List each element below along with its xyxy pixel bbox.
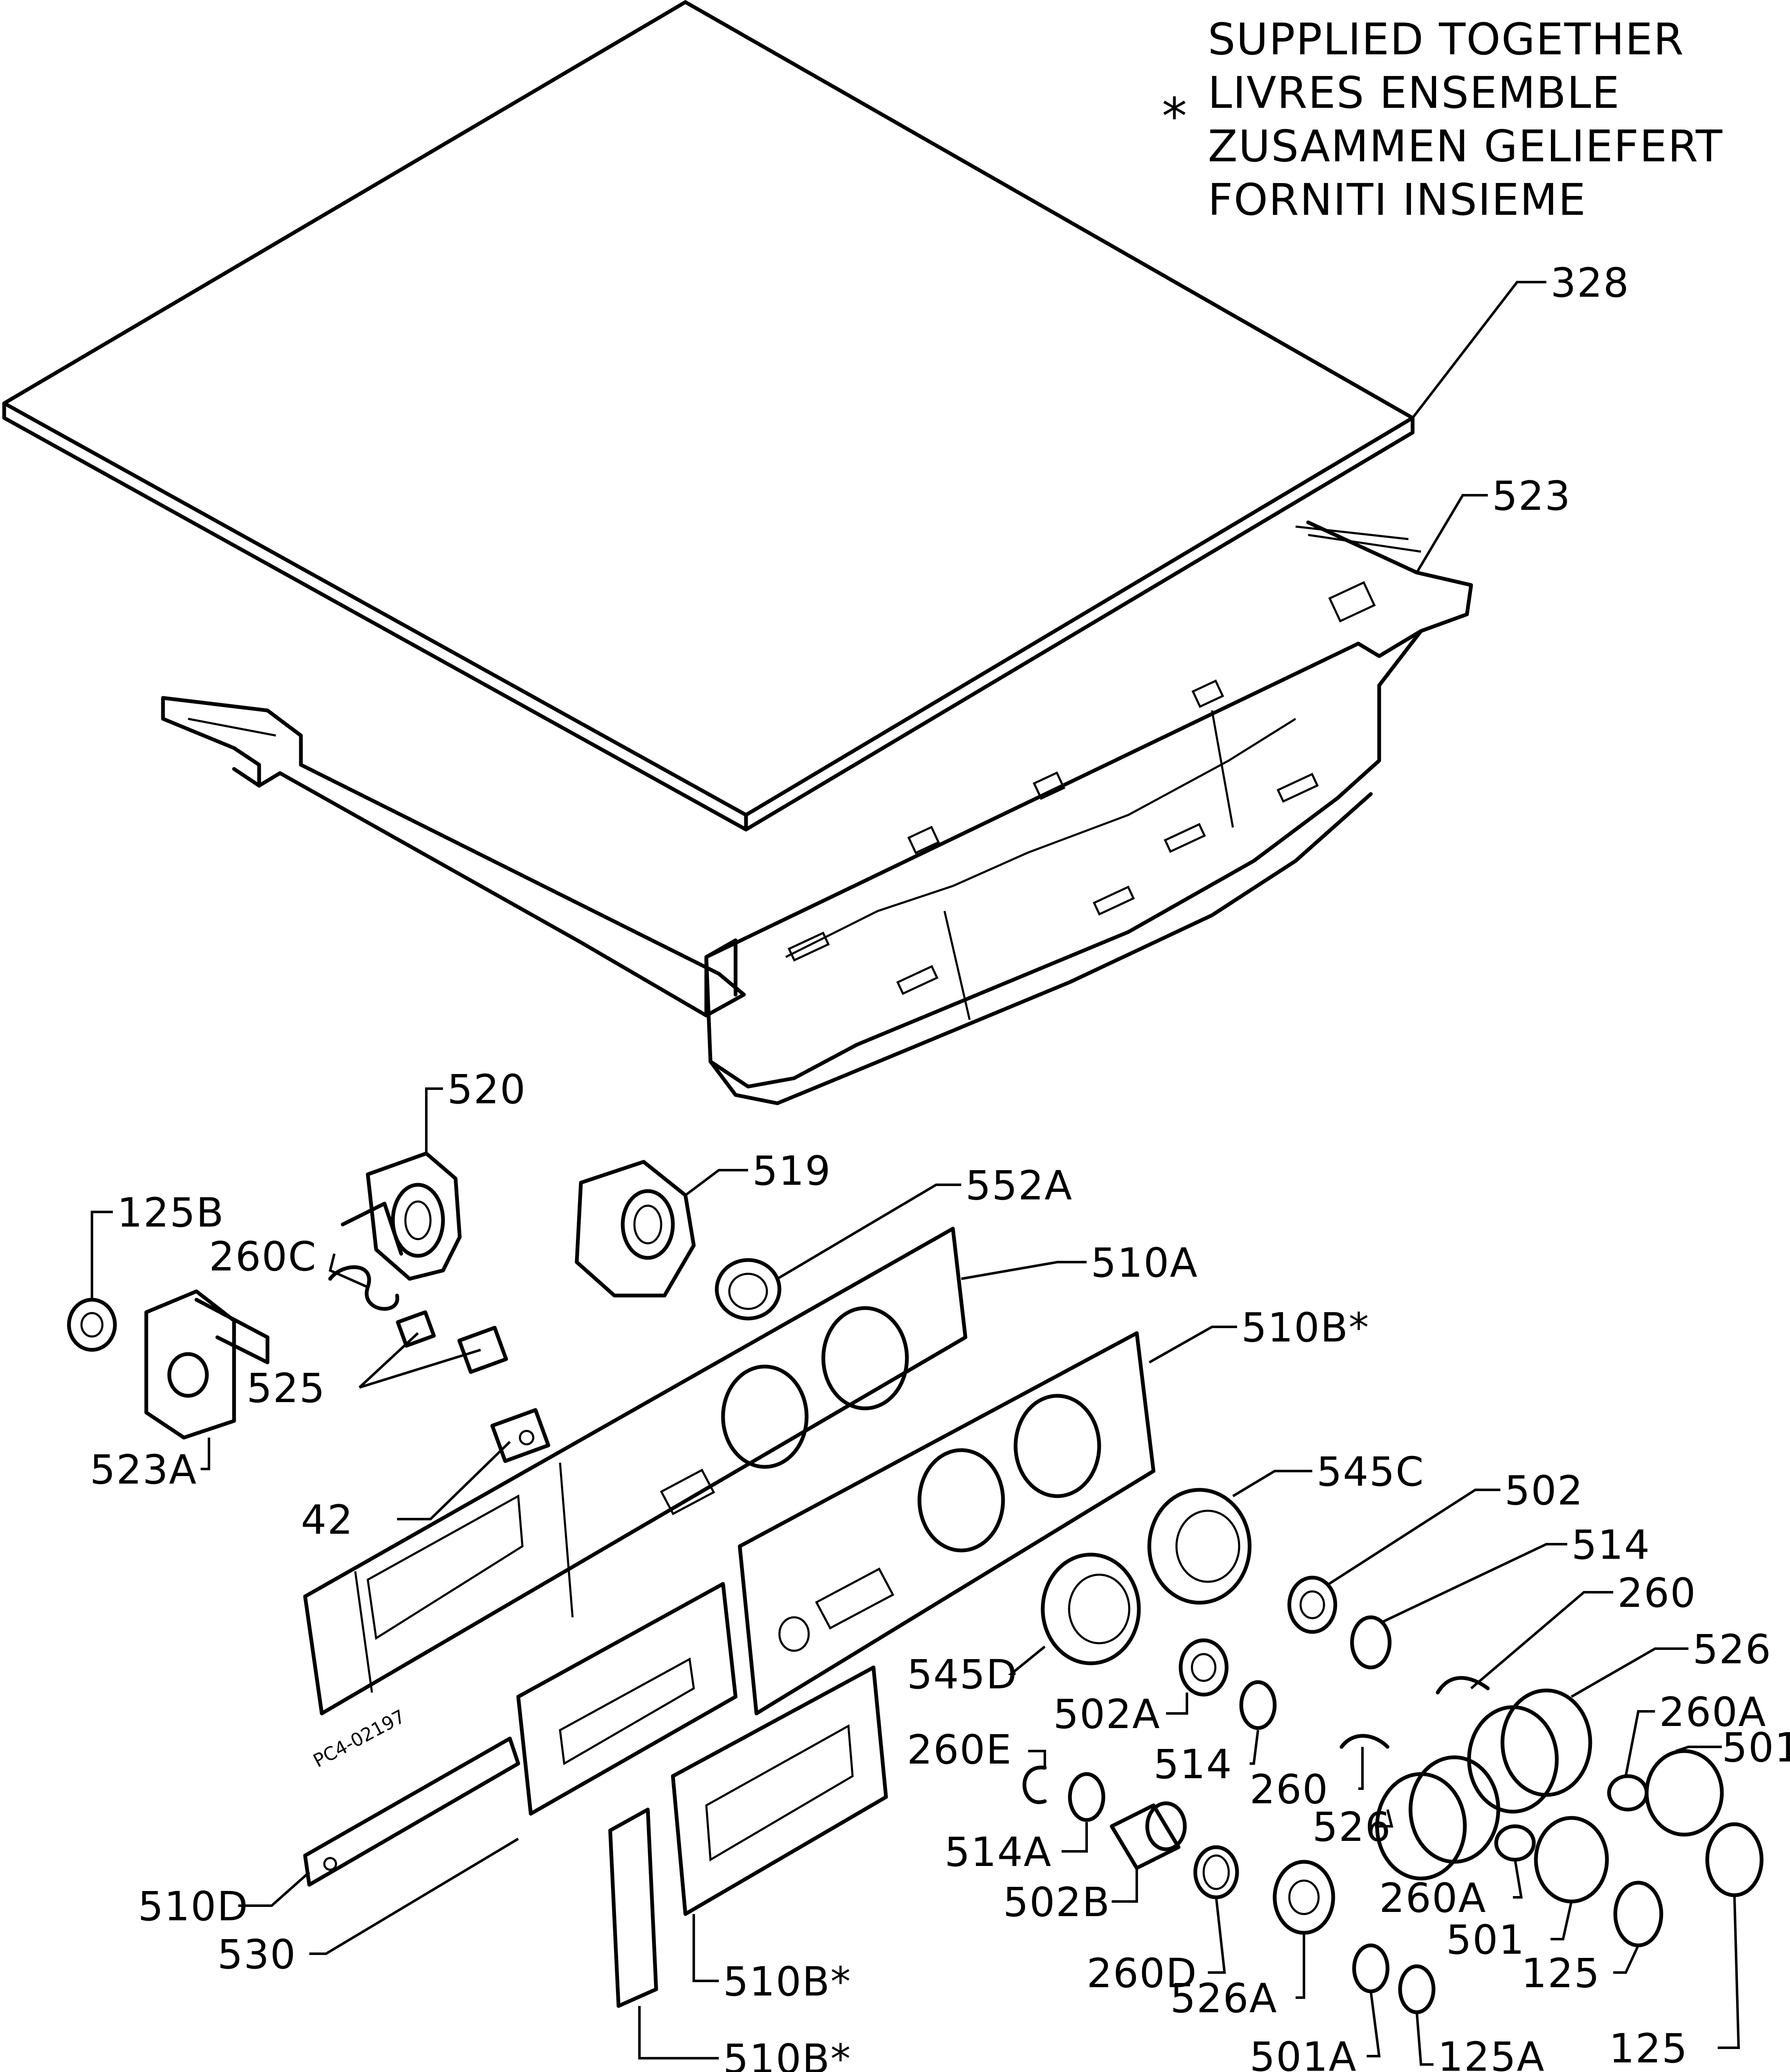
label-510B-star-3: 510B*: [723, 2036, 851, 2072]
label-125-lower: 125: [1609, 2025, 1688, 2072]
label-526-upper: 526: [1693, 1626, 1772, 1673]
part-545D-bezel: [1041, 1553, 1141, 1665]
part-501A-ring: [1352, 1943, 1390, 1993]
part-502B-shaft: [1110, 1801, 1187, 1870]
label-514A: 514A: [945, 1829, 1052, 1876]
label-501-lower: 501: [1446, 1917, 1525, 1963]
label-510A: 510A: [1091, 1240, 1198, 1286]
part-502-knob-core: [1287, 1576, 1337, 1634]
part-510B-strip: [608, 1807, 658, 2008]
drawing-code: PC4-02197: [310, 1705, 409, 1772]
part-501-ring-lower: [1534, 1816, 1609, 1904]
part-545C-bezel: [1147, 1488, 1252, 1605]
label-502: 502: [1505, 1467, 1584, 1514]
part-530-panel: [516, 1582, 738, 1816]
part-260E-clip: [1022, 1765, 1047, 1804]
label-125-upper: 125: [1521, 1950, 1600, 1997]
label-125A: 125A: [1438, 2034, 1545, 2072]
part-552A-ring: [715, 1258, 782, 1321]
part-328-top-cover: [2, 0, 1415, 832]
part-525-switch: [396, 1310, 508, 1374]
part-526-knob-lower: [1375, 1755, 1500, 1881]
label-260C: 260C: [209, 1233, 317, 1280]
label-525: 525: [247, 1365, 326, 1412]
note-line-it: FORNITI INSIEME: [1208, 174, 1586, 225]
label-502B: 502B: [1003, 1879, 1110, 1926]
label-523A: 523A: [90, 1446, 197, 1493]
label-125B: 125B: [117, 1189, 224, 1236]
part-125A-ring: [1398, 1964, 1436, 2014]
label-502A: 502A: [1053, 1691, 1161, 1738]
part-526-knob: [1467, 1688, 1592, 1814]
label-526-lower: 526: [1312, 1804, 1391, 1851]
label-520: 520: [447, 1066, 526, 1113]
label-260E: 260E: [907, 1726, 1012, 1773]
part-510A-panel: PC4-02197: [303, 1227, 968, 1772]
part-510B-lower-panel: [671, 1665, 888, 1916]
part-125-ring-lower: [1613, 1881, 1663, 1947]
part-526A-knob: [1273, 1860, 1335, 1935]
supplied-together-note: SUPPLIED TOGETHER LIVRES ENSEMBLE ZUSAMM…: [1208, 13, 1723, 227]
note-line-en: SUPPLIED TOGETHER: [1208, 14, 1685, 65]
part-260-wire-lower: [1339, 1734, 1390, 1749]
label-260-lower: 260: [1250, 1766, 1329, 1813]
part-125-ring: [1705, 1822, 1764, 1897]
part-519: [575, 1160, 696, 1298]
label-260A-upper: 260A: [1659, 1689, 1767, 1736]
note-line-de: ZUSAMMEN GELIEFERT: [1208, 121, 1723, 172]
part-510B-panel: [738, 1331, 1156, 1716]
label-501A: 501A: [1250, 2034, 1357, 2072]
asterisk-symbol: *: [1162, 88, 1187, 146]
leader-lines: [91, 281, 1740, 2066]
part-260A-spring-lower: [1494, 1824, 1536, 1862]
label-328: 328: [1551, 260, 1630, 306]
part-520: [341, 1151, 462, 1281]
label-510D: 510D: [138, 1883, 249, 1930]
label-545C: 545C: [1316, 1448, 1424, 1495]
label-514-upper: 514: [1571, 1522, 1650, 1568]
label-552A: 552A: [965, 1162, 1073, 1209]
part-523A-bracket: [144, 1289, 270, 1440]
part-501-ring: [1645, 1749, 1724, 1837]
label-545D: 545D: [907, 1651, 1018, 1698]
part-125B: [67, 1298, 117, 1352]
label-510B-star-2: 510B*: [723, 1958, 851, 2005]
part-514-clip-lower: [1239, 1680, 1277, 1730]
part-260-wire: [1436, 1676, 1490, 1695]
label-510B-star-1: 510B*: [1241, 1304, 1370, 1351]
part-260A-spring: [1607, 1774, 1649, 1812]
part-502A-knob-core: [1179, 1638, 1229, 1697]
label-530: 530: [217, 1931, 296, 1978]
part-523-console-frame: [161, 520, 1473, 1105]
label-526A: 526A: [1170, 1975, 1278, 2022]
note-line-fr: LIVRES ENSEMBLE: [1208, 67, 1620, 118]
part-42: [490, 1408, 550, 1463]
part-514A-clip: [1068, 1772, 1105, 1822]
part-labels: 328 523 520 519 552A 125B 260C 510A 510B…: [90, 260, 1790, 2072]
part-514-clip: [1350, 1615, 1392, 1670]
label-260-upper: 260: [1617, 1570, 1696, 1616]
label-260A-lower: 260A: [1379, 1875, 1487, 1922]
label-501-upper: 501: [1722, 1724, 1790, 1771]
part-260D-spring: [1193, 1845, 1239, 1899]
label-514-lower: 514: [1153, 1741, 1232, 1788]
part-260C-spring: [328, 1265, 400, 1311]
label-260D: 260D: [1087, 1950, 1197, 1997]
label-519: 519: [752, 1148, 831, 1194]
label-523: 523: [1492, 473, 1571, 519]
label-42: 42: [301, 1497, 354, 1543]
